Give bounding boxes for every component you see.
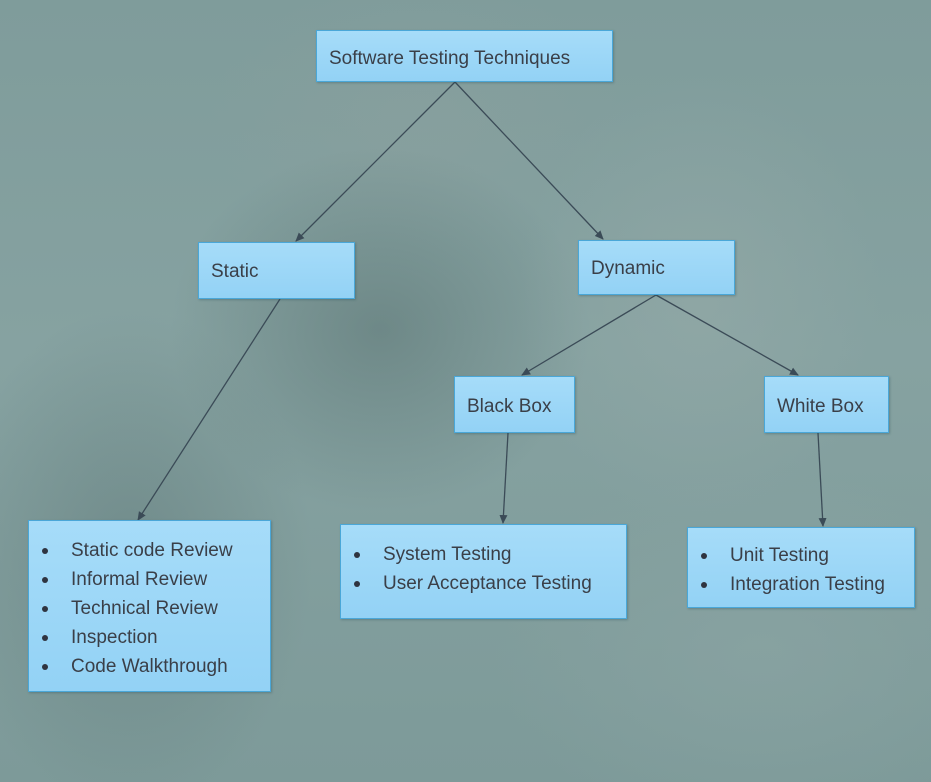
- list-item-label: Static code Review: [71, 540, 233, 561]
- bullet-icon: [42, 606, 48, 612]
- arrow-whitebox-to-list: [817, 432, 827, 527]
- node-root: Software Testing Techniques: [316, 30, 613, 82]
- list-item: Informal Review: [29, 565, 233, 594]
- node-dynamic: Dynamic: [578, 240, 735, 295]
- arrow-blackbox-to-list: [499, 432, 509, 524]
- node-static: Static: [198, 242, 355, 299]
- black-box-techniques-list: System Testing User Acceptance Testing: [340, 524, 627, 619]
- bullet-icon: [354, 581, 360, 587]
- list-item-label: Inspection: [71, 627, 158, 648]
- list-item: System Testing: [341, 540, 592, 569]
- list-item-label: Informal Review: [71, 569, 208, 590]
- list-item: Code Walkthrough: [29, 652, 233, 681]
- node-white-box-label: White Box: [777, 396, 864, 417]
- static-techniques-list: Static code Review Informal Review Techn…: [28, 520, 271, 692]
- bullet-icon: [701, 553, 707, 559]
- list-item: Technical Review: [29, 594, 233, 623]
- bullet-icon: [42, 577, 48, 583]
- list-item-label: Unit Testing: [730, 545, 829, 566]
- node-root-label: Software Testing Techniques: [329, 48, 571, 69]
- list-item: Inspection: [29, 623, 233, 652]
- bullet-icon: [701, 582, 707, 588]
- list-item-label: Integration Testing: [730, 574, 885, 595]
- list-item: Unit Testing: [688, 541, 885, 570]
- list-item: User Acceptance Testing: [341, 569, 592, 598]
- bullet-icon: [42, 548, 48, 554]
- arrow-root-to-static: [295, 81, 456, 242]
- node-white-box: White Box: [764, 376, 889, 433]
- bullet-icon: [42, 664, 48, 670]
- list-item-label: User Acceptance Testing: [383, 573, 592, 594]
- bullet-icon: [354, 552, 360, 558]
- node-static-label: Static: [211, 261, 259, 282]
- arrow-dynamic-to-whitebox: [655, 294, 799, 376]
- white-box-techniques-list: Unit Testing Integration Testing: [687, 527, 915, 608]
- list-item-label: System Testing: [383, 544, 512, 565]
- node-black-box-label: Black Box: [467, 396, 552, 417]
- list-item: Integration Testing: [688, 570, 885, 599]
- arrow-root-to-dynamic: [454, 81, 604, 240]
- arrow-dynamic-to-blackbox: [521, 294, 657, 376]
- bullet-icon: [42, 635, 48, 641]
- list-item: Static code Review: [29, 536, 233, 565]
- node-black-box: Black Box: [454, 376, 575, 433]
- arrow-static-to-list: [137, 298, 281, 521]
- list-item-label: Code Walkthrough: [71, 656, 228, 677]
- list-item-label: Technical Review: [71, 598, 218, 619]
- node-dynamic-label: Dynamic: [591, 258, 665, 279]
